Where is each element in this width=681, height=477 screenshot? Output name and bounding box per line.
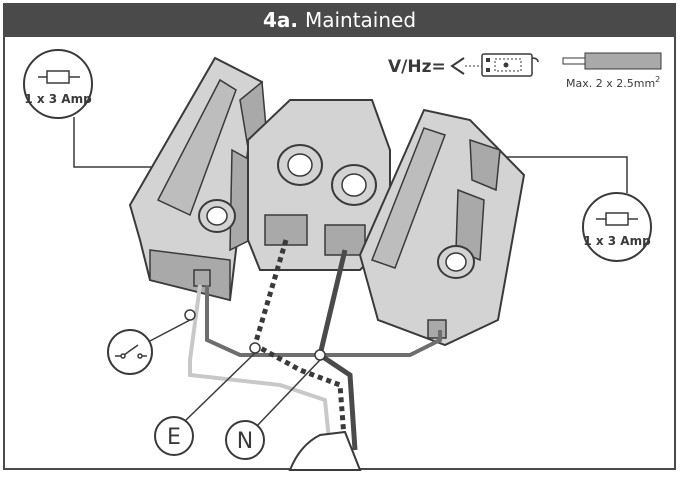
- vhz-label: V/Hz=: [388, 57, 446, 77]
- neutral-leader: [254, 359, 321, 429]
- neutral-label-text: N: [237, 429, 253, 454]
- switch-icon: [107, 329, 153, 375]
- fuse-left-leader: [73, 117, 178, 168]
- terminal-block-right: [358, 108, 526, 347]
- fuse-left: 1 x 3 Amp: [23, 49, 93, 119]
- diagram-header: 4a. Maintained: [3, 3, 676, 37]
- switch-junction: [184, 309, 196, 321]
- wire-neutral: [317, 249, 358, 451]
- wire-earth: [252, 239, 348, 451]
- earth-junction: [249, 342, 261, 354]
- step-number: 4a.: [262, 8, 305, 32]
- earth-label-text: E: [167, 425, 181, 450]
- switch-leader: [147, 319, 191, 343]
- vhz-symbol-icon: [450, 53, 539, 77]
- fuse-right-label: 1 x 3 Amp: [583, 234, 651, 248]
- fuse-right: 1 x 3 Amp: [582, 192, 652, 262]
- neutral-label: N: [225, 420, 265, 460]
- cable-icon: [562, 52, 662, 70]
- cable-spec: Max. 2 x 2.5mm2: [566, 75, 660, 90]
- wire-switched: [188, 284, 332, 451]
- earth-leader: [185, 352, 256, 421]
- earth-label: E: [154, 416, 194, 456]
- terminal-block-left: [128, 56, 269, 302]
- fuse-left-label: 1 x 3 Amp: [24, 92, 92, 106]
- neutral-junction: [314, 349, 326, 361]
- step-title: Maintained: [304, 8, 417, 32]
- cable-sheath: [288, 430, 362, 471]
